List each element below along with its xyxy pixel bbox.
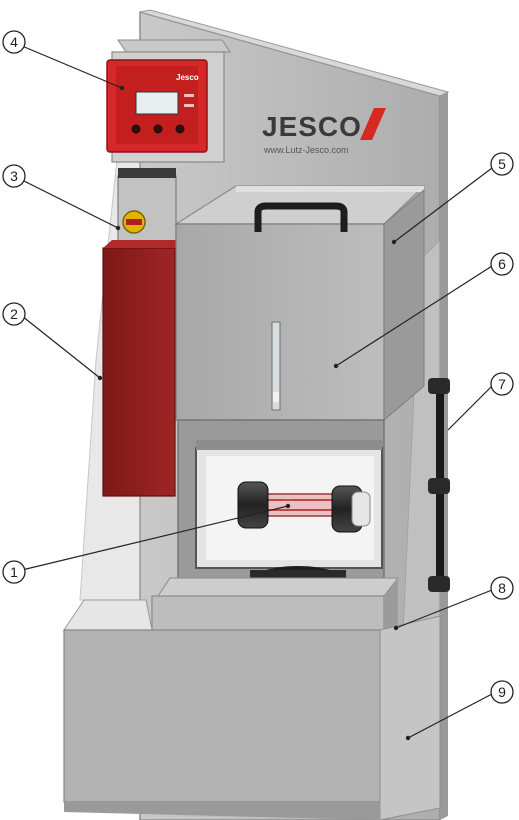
callout-9: 9 <box>490 680 514 704</box>
side-pipe <box>428 378 450 592</box>
callout-4-number: 4 <box>10 34 18 50</box>
website-text: www.Lutz-Jesco.com <box>263 145 349 155</box>
controller-button-1[interactable] <box>131 124 141 134</box>
controller-unit: Jesco <box>106 39 231 163</box>
controller-button-2[interactable] <box>153 124 163 134</box>
callout-8-number: 8 <box>498 580 506 596</box>
controller-display <box>135 91 179 115</box>
logo-text: JESCO <box>262 111 362 142</box>
main-switch-box <box>117 168 177 245</box>
callout-7-number: 7 <box>498 376 506 392</box>
sight-glass <box>271 321 281 411</box>
callout-2: 2 <box>2 302 26 326</box>
uv-roller <box>237 481 371 533</box>
treatment-chamber <box>170 419 392 590</box>
callout-4: 4 <box>2 30 26 54</box>
jesco-logo: JESCO www.Lutz-Jesco.com <box>262 108 386 155</box>
callout-5-number: 5 <box>498 156 506 172</box>
callout-7: 7 <box>490 372 514 396</box>
callout-3-number: 3 <box>10 168 18 184</box>
callout-6-number: 6 <box>498 256 506 272</box>
controller-brand-mark: Jesco <box>176 73 199 82</box>
callout-9-number: 9 <box>498 684 506 700</box>
housing-handle[interactable] <box>254 202 348 232</box>
callout-1-number: 1 <box>10 564 18 580</box>
callout-8: 8 <box>490 576 514 600</box>
callout-dots <box>97 85 411 741</box>
callout-6: 6 <box>490 252 514 276</box>
callout-3: 3 <box>2 164 26 188</box>
callout-1: 1 <box>2 560 26 584</box>
controller-button-3[interactable] <box>175 124 185 134</box>
uv-lamp-housing <box>173 185 426 422</box>
callout-5: 5 <box>490 152 514 176</box>
red-side-panel <box>102 240 184 497</box>
callout-2-number: 2 <box>10 306 18 322</box>
bottom-basin <box>63 599 441 820</box>
callout-lines <box>21 45 493 739</box>
